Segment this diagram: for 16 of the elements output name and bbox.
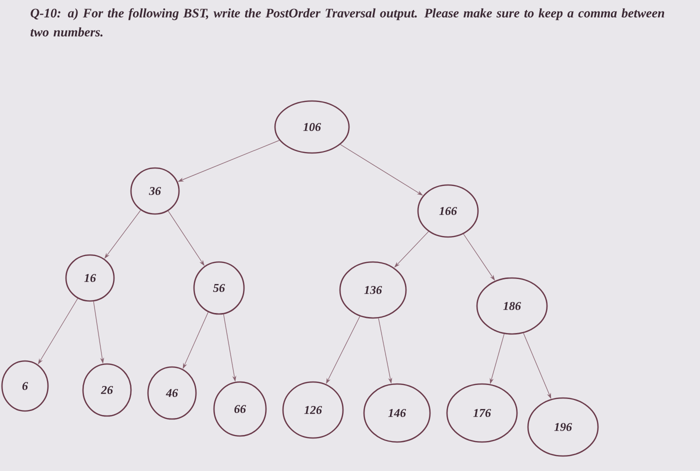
tree-node: 196	[527, 397, 599, 457]
tree-node: 6	[1, 360, 49, 412]
tree-node: 106	[274, 100, 350, 154]
tree-node: 56	[193, 261, 245, 315]
tree-node: 146	[363, 383, 431, 443]
tree-node: 46	[147, 366, 197, 420]
tree-node: 176	[446, 383, 518, 443]
tree-node: 66	[213, 381, 267, 437]
question-text: Q-10: a) For the following BST, write the PostOrder Traversal output. Please make sure to keep a comma between two numbers.	[30, 8, 664, 37]
tree-node: 166	[417, 184, 479, 238]
tree-node: 16	[65, 254, 115, 302]
tree-node: 126	[282, 381, 344, 439]
tree-node: 26	[82, 363, 132, 417]
tree-node: 186	[476, 277, 548, 335]
tree-node: 136	[339, 261, 407, 319]
tree-node: 36	[130, 167, 180, 215]
